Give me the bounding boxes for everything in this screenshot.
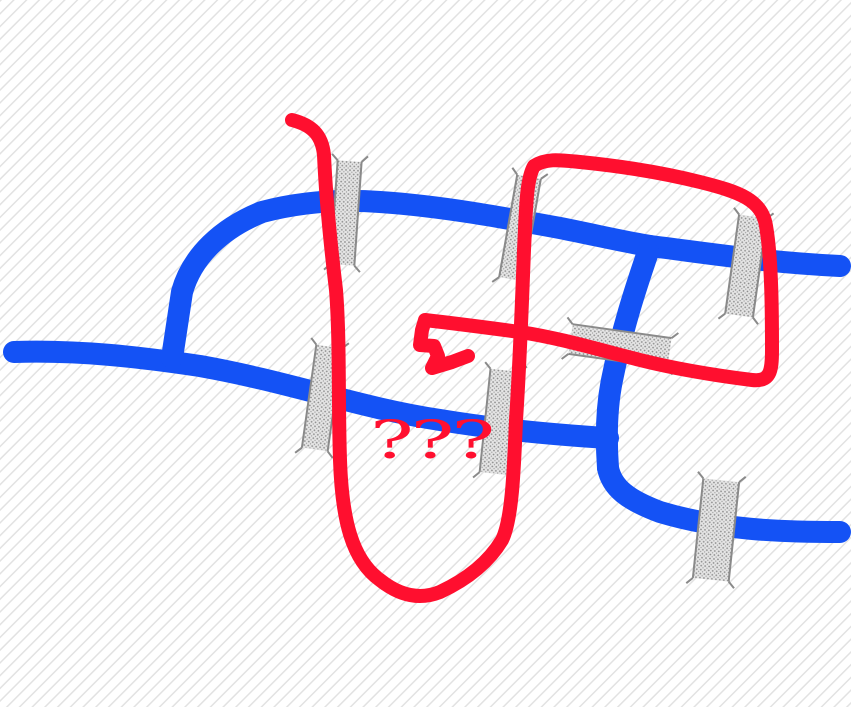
question-marks: ??? (370, 411, 492, 471)
